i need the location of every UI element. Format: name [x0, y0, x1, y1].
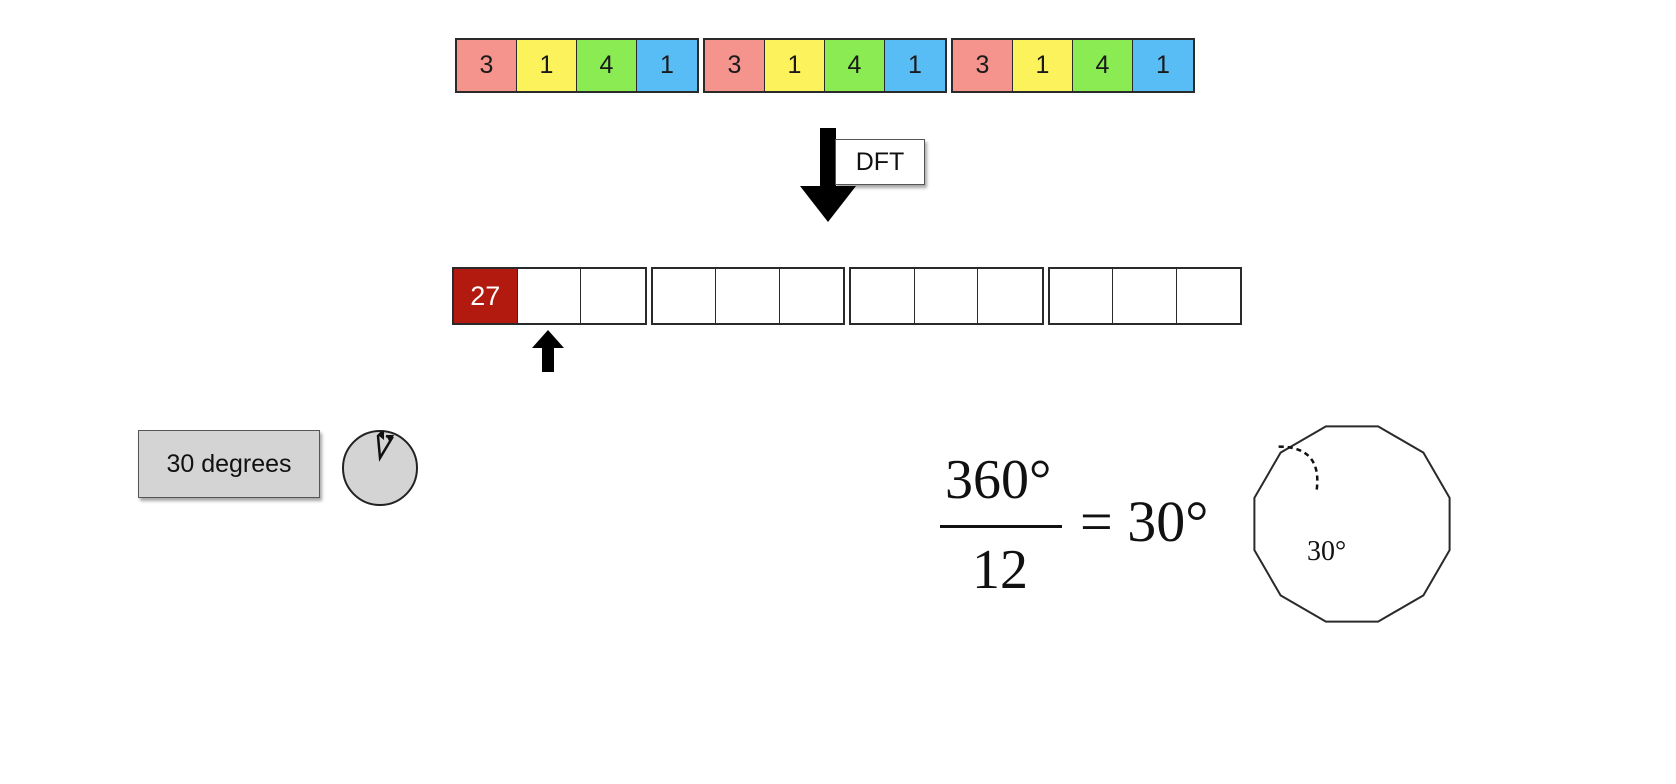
formula-numerator: 360°	[945, 449, 1052, 511]
pointer-up-arrow-icon	[532, 330, 564, 372]
output-group	[1047, 267, 1242, 325]
input-cell: 1	[517, 40, 577, 91]
input-cell: 1	[1133, 40, 1193, 91]
formula-result: = 30°	[1080, 489, 1209, 554]
input-cell: 4	[1073, 40, 1133, 91]
polygon-angle-label: 30°	[1307, 536, 1346, 567]
output-group	[849, 267, 1044, 325]
rotation-dial-icon	[342, 430, 418, 506]
output-cell	[581, 269, 645, 323]
input-cell: 1	[637, 40, 697, 91]
input-cell: 1	[1013, 40, 1073, 91]
input-cell: 1	[765, 40, 825, 91]
angle-arc	[1278, 445, 1319, 491]
input-cell: 4	[577, 40, 637, 91]
output-cell: 27	[454, 269, 518, 323]
output-group: 27	[452, 267, 647, 325]
output-group	[650, 267, 845, 325]
dodecagon-shape: 30°	[1253, 425, 1451, 623]
dft-label: DFT	[835, 139, 925, 185]
output-cell	[517, 269, 581, 323]
output-cell	[851, 269, 915, 323]
output-cell	[978, 269, 1042, 323]
input-cell: 1	[885, 40, 945, 91]
dodecagon-outline	[1253, 425, 1451, 623]
dft-arrow-icon	[800, 128, 856, 222]
input-cell: 3	[457, 40, 517, 91]
output-cell	[914, 269, 978, 323]
output-cell	[1176, 269, 1240, 323]
output-cell	[1049, 269, 1113, 323]
fraction-bar	[940, 525, 1062, 528]
input-cell: 4	[825, 40, 885, 91]
output-cell	[716, 269, 780, 323]
output-cell	[779, 269, 843, 323]
input-cell: 3	[953, 40, 1013, 91]
angle-formula: 360° 12 = 30°	[930, 448, 1230, 608]
formula-denominator: 12	[972, 539, 1028, 601]
output-cell	[652, 269, 716, 323]
angle-label-box: 30 degrees	[138, 430, 320, 498]
output-sequence: 27	[452, 267, 1242, 325]
input-cell: 3	[705, 40, 765, 91]
output-cell	[1113, 269, 1177, 323]
